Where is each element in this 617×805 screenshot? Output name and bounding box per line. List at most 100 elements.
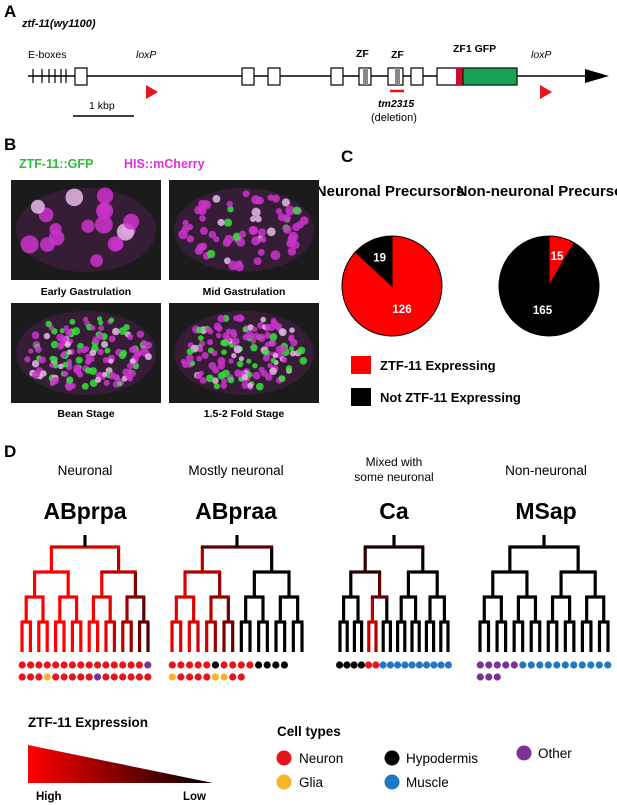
cell-type-dot [135, 673, 143, 681]
cell-type-dot [127, 661, 135, 669]
cell-type-dot [52, 673, 60, 681]
lineage-tree-2 [168, 535, 304, 681]
caption-mid-gastrulation: Mid Gastrulation [202, 286, 286, 298]
celltype-label-neuron: Neuron [299, 751, 343, 766]
embryo-image-fold-stage [169, 303, 319, 403]
cell-type-dot [135, 661, 143, 669]
cell-type-dot [485, 673, 493, 681]
cell-type-dot [423, 661, 431, 669]
loxp-label-2: loxP [531, 49, 551, 61]
panel-label-a: A [4, 2, 16, 21]
cell-type-dot [587, 661, 595, 669]
cell-type-dot [85, 673, 93, 681]
cell-type-dot [27, 661, 35, 669]
cell-type-dot [553, 661, 561, 669]
lineage-trees [18, 535, 612, 681]
cell-type-dot [60, 673, 68, 681]
cell-type-dot [502, 661, 510, 669]
cell-type-dot [379, 661, 387, 669]
pie-slice-not-expressing [498, 235, 600, 337]
cell-type-dot [365, 661, 373, 669]
lineage-category-1: Neuronal [58, 463, 113, 478]
cell-type-dot [437, 661, 445, 669]
celltype-dot-glia [276, 774, 292, 790]
cell-type-dot [336, 661, 344, 669]
cell-type-dot [211, 661, 219, 669]
cell-type-dot [35, 661, 43, 669]
cell-type-dot [94, 661, 102, 669]
cell-type-dot [119, 661, 127, 669]
lineage-category-3a: Mixed with [366, 455, 423, 469]
cell-type-dot [255, 661, 263, 669]
cell-type-dot [177, 661, 185, 669]
pie-charts: 126 19 15 165 [341, 235, 600, 337]
lineage-category-4: Non-neuronal [505, 463, 587, 478]
cell-type-dot [60, 661, 68, 669]
pie-value-label: 15 [551, 251, 564, 263]
legend-swatch-not-expressing [351, 388, 371, 406]
embryo-image-early-gastrulation [11, 180, 161, 280]
lineage-tree-4 [476, 535, 612, 681]
cell-type-dot [203, 673, 211, 681]
cell-type-dot [168, 673, 176, 681]
scale-label: 1 kbp [89, 100, 115, 112]
embryo-image-mid-gastrulation [169, 180, 319, 280]
cell-type-dot [220, 661, 228, 669]
cell-type-dot [401, 661, 409, 669]
celltype-dot-hypodermis [384, 750, 400, 766]
cell-type-dot [386, 661, 394, 669]
cell-type-dot [229, 661, 237, 669]
panel-label-c: C [341, 147, 353, 166]
celltype-label-glia: Glia [299, 775, 323, 790]
celltype-dot-muscle [384, 774, 400, 790]
cell-type-dot [186, 661, 194, 669]
cell-type-dot [519, 661, 527, 669]
cell-type-dot [52, 661, 60, 669]
legend-label-expressing: ZTF-11 Expressing [380, 358, 496, 373]
cell-type-dot [177, 673, 185, 681]
loxp-triangle-2 [540, 85, 552, 99]
cell-type-dot [527, 661, 535, 669]
zf-label-2: ZF [391, 49, 404, 61]
cell-type-dot [110, 661, 118, 669]
cell-type-dot [220, 673, 228, 681]
cell-type-dot [18, 661, 26, 669]
pie-slice-not-expressing [354, 235, 393, 288]
expression-high: High [36, 791, 62, 803]
pie-value-label: 19 [373, 253, 386, 265]
lineage-category-3b: some neuronal [354, 470, 433, 484]
cell-type-dot [408, 661, 416, 669]
cell-type-dot [27, 673, 35, 681]
cell-type-dot [237, 673, 245, 681]
cell-type-dot [110, 673, 118, 681]
legend-swatch-expressing [351, 356, 371, 374]
pie-value-label: 126 [392, 304, 411, 316]
lineage-name-2: ABpraa [195, 498, 277, 524]
zf-gfp-label: ZF1 GFP [453, 43, 496, 55]
cell-type-dot [102, 673, 110, 681]
cell-type-dot [430, 661, 438, 669]
cell-type-dot [194, 661, 202, 669]
panel-label-d: D [4, 442, 16, 461]
cell-type-dot [144, 661, 152, 669]
cell-type-dot [544, 661, 552, 669]
cell-type-dot [280, 661, 288, 669]
cell-type-dot [18, 673, 26, 681]
cell-type-dot [415, 661, 423, 669]
cell-type-dot [35, 673, 43, 681]
cell-type-dot [246, 661, 254, 669]
cell-type-dot [350, 661, 358, 669]
cell-type-dot [263, 661, 271, 669]
deletion-label: (deletion) [371, 112, 417, 124]
cell-type-dot [43, 661, 51, 669]
cell-type-dot [168, 661, 176, 669]
loxp-label-1: loxP [136, 49, 156, 61]
cell-type-dot [476, 661, 484, 669]
lineage-name-1: ABprpa [43, 498, 126, 524]
allele-label: tm2315 [378, 98, 414, 110]
cell-type-dot [570, 661, 578, 669]
pie-value-label: 165 [533, 305, 553, 317]
cell-type-dot [77, 673, 85, 681]
expression-low: Low [183, 791, 206, 803]
celltype-label-other: Other [538, 746, 572, 761]
